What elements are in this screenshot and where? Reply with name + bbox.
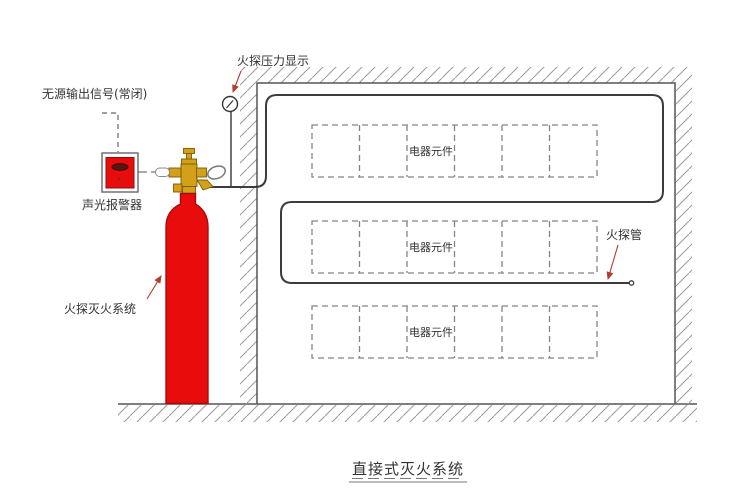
valve-assembly [138,148,227,194]
component-row-label: 电器元件 [409,145,453,158]
alarm-horn-icon [111,163,129,171]
right-wall-hatch [675,83,692,404]
tube-end-icon [628,280,635,286]
label-passive-signal: 无源输出信号(常闭) [42,86,147,101]
label-pressure-display: 火探压力显示 [237,54,309,68]
diagram-title: 直接式灭火系统 [349,460,467,483]
enclosure-wall [240,67,692,404]
actuator-capsule-icon [155,167,170,177]
component-row: 电器元件 [311,305,598,359]
title-text: 直接式灭火系统 [352,460,464,478]
component-row-label: 电器元件 [409,326,453,339]
leader-cylinder [146,275,162,300]
ground [118,403,697,422]
component-row: 电器元件 [311,124,598,178]
pull-ring-icon [206,165,227,180]
label-detection-tube: 火探管 [606,227,642,242]
component-row-label: 电器元件 [409,241,453,254]
fire-cylinder [165,192,209,405]
leader-pressure-gauge [232,70,242,93]
detection-tube-path [210,94,664,284]
alarm-box [101,152,139,193]
component-row: 电器元件 [311,220,598,274]
leader-tube [606,244,619,280]
pressure-gauge-icon [221,95,239,187]
signal-dashed-line [102,112,119,152]
left-wall-hatch [240,83,257,404]
top-wall-hatch [241,67,692,83]
detection-tube [210,94,664,286]
wall-lines [256,82,676,404]
label-fire-detection-system: 火探灭火系统 [64,302,136,316]
label-sound-light-alarm: 声光报警器 [82,197,142,212]
ground-hatch [118,405,697,422]
